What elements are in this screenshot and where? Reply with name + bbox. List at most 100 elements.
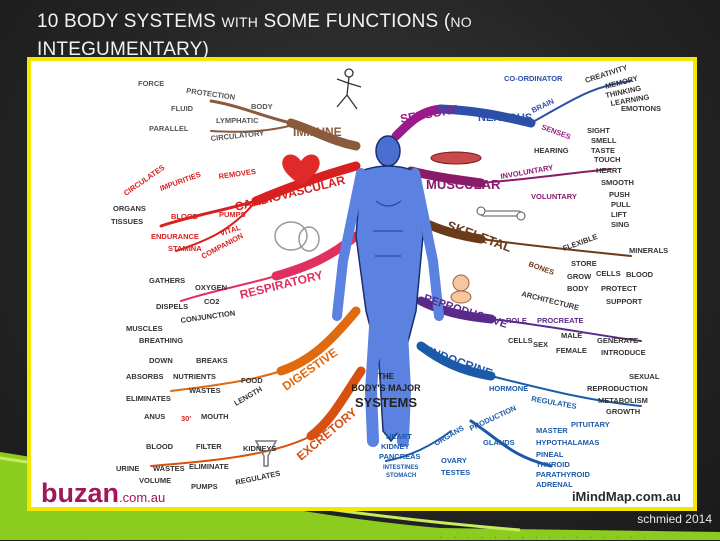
svg-text:PRODUCTION: PRODUCTION bbox=[468, 403, 518, 432]
svg-text:VOLUME: VOLUME bbox=[139, 476, 171, 485]
svg-text:REGULATES: REGULATES bbox=[235, 469, 282, 487]
svg-text:ORGANS: ORGANS bbox=[433, 423, 466, 447]
svg-text:BLOOD: BLOOD bbox=[626, 270, 654, 279]
svg-text:EMOTIONS: EMOTIONS bbox=[621, 104, 661, 113]
svg-text:REPRODUCTION: REPRODUCTION bbox=[587, 384, 648, 393]
svg-text:ABSORBS: ABSORBS bbox=[126, 372, 164, 381]
svg-text:HEARING: HEARING bbox=[534, 146, 569, 155]
imindmap-logo: iMindMap.com.au bbox=[571, 489, 681, 504]
svg-text:STORE: STORE bbox=[571, 259, 597, 268]
svg-text:MALE: MALE bbox=[561, 331, 582, 340]
svg-text:TESTES: TESTES bbox=[441, 468, 470, 477]
svg-text:GLANDS: GLANDS bbox=[483, 438, 515, 447]
mindmap-branches bbox=[150, 80, 642, 468]
svg-text:BONES: BONES bbox=[527, 259, 555, 277]
buzan-logo: buzan.com.au bbox=[41, 478, 166, 508]
svg-text:BLOOD: BLOOD bbox=[171, 212, 199, 221]
mindmap: IMMUNE CARDIOVASCULAR RESPIRATORY DIGEST… bbox=[111, 63, 668, 491]
svg-text:CIRCULATES: CIRCULATES bbox=[122, 163, 166, 198]
svg-text:TOUCH: TOUCH bbox=[594, 155, 621, 164]
svg-text:GENERATE: GENERATE bbox=[597, 336, 638, 345]
svg-text:SEXUAL: SEXUAL bbox=[629, 372, 660, 381]
svg-text:ELIMINATES: ELIMINATES bbox=[126, 394, 171, 403]
runner-icon bbox=[336, 68, 362, 110]
label-immune: IMMUNE bbox=[293, 125, 342, 139]
svg-text:SING: SING bbox=[611, 220, 630, 229]
svg-text:CO-ORDINATOR: CO-ORDINATOR bbox=[504, 74, 563, 83]
svg-text:PUSH: PUSH bbox=[609, 190, 630, 199]
svg-text:GROWTH: GROWTH bbox=[606, 407, 640, 416]
svg-text:LIFT: LIFT bbox=[611, 210, 627, 219]
lungs-icon bbox=[274, 221, 320, 252]
muscle-icon bbox=[430, 151, 482, 165]
svg-text:REGULATES: REGULATES bbox=[531, 394, 578, 411]
svg-text:OXYGEN: OXYGEN bbox=[195, 283, 227, 292]
svg-text:SMOOTH: SMOOTH bbox=[601, 178, 634, 187]
svg-text:SEX: SEX bbox=[533, 340, 548, 349]
slide-title: 10 BODY SYSTEMS WITH SOME FUNCTIONS (NO … bbox=[37, 11, 472, 60]
svg-text:HYPOTHALAMAS: HYPOTHALAMAS bbox=[536, 438, 599, 447]
svg-text:WASTES: WASTES bbox=[189, 386, 221, 395]
svg-text:ADRENAL: ADRENAL bbox=[536, 480, 573, 489]
author-credit: schmied 2014 bbox=[637, 512, 712, 526]
svg-text:PARALLEL: PARALLEL bbox=[149, 124, 189, 133]
svg-text:30': 30' bbox=[181, 414, 191, 423]
svg-text:MOUTH: MOUTH bbox=[201, 412, 229, 421]
mindmap-frame: IMMUNE CARDIOVASCULAR RESPIRATORY DIGEST… bbox=[27, 57, 697, 511]
svg-text:METABOLISM: METABOLISM bbox=[598, 396, 648, 405]
svg-text:SYSTEMS: SYSTEMS bbox=[355, 395, 417, 410]
svg-text:INTESTINES: INTESTINES bbox=[383, 465, 418, 471]
svg-text:BODY'S MAJOR: BODY'S MAJOR bbox=[351, 383, 421, 393]
svg-text:SIGHT: SIGHT bbox=[587, 126, 610, 135]
svg-text:SENSES: SENSES bbox=[540, 122, 572, 141]
svg-text:PARATHYROID: PARATHYROID bbox=[536, 470, 590, 479]
svg-text:PANCREAS: PANCREAS bbox=[379, 452, 421, 461]
svg-text:HEART: HEART bbox=[596, 166, 622, 175]
svg-text:LYMPHATIC: LYMPHATIC bbox=[216, 116, 259, 125]
svg-text:MASTER: MASTER bbox=[536, 426, 568, 435]
label-cardiovascular: CARDIOVASCULAR bbox=[233, 173, 346, 214]
svg-text:FLUID: FLUID bbox=[171, 104, 194, 113]
svg-text:ANUS: ANUS bbox=[144, 412, 165, 421]
funnel-icon bbox=[254, 440, 278, 467]
svg-text:ENDURANCE: ENDURANCE bbox=[151, 232, 199, 241]
baby-icon bbox=[450, 274, 472, 304]
svg-text:HEART: HEART bbox=[386, 432, 412, 441]
svg-text:REMOVES: REMOVES bbox=[218, 167, 256, 181]
svg-text:HORMONE: HORMONE bbox=[489, 384, 528, 393]
svg-text:PITUITARY: PITUITARY bbox=[571, 420, 610, 429]
svg-text:KIDNEYS: KIDNEYS bbox=[243, 444, 276, 453]
svg-text:LENGTH: LENGTH bbox=[233, 385, 264, 408]
svg-text:NUTRIENTS: NUTRIENTS bbox=[173, 372, 216, 381]
svg-text:CELLS: CELLS bbox=[596, 269, 621, 278]
svg-text:KIDNEY: KIDNEY bbox=[381, 442, 409, 451]
label-muscular: MUSCULAR bbox=[426, 177, 501, 192]
svg-text:FOOD: FOOD bbox=[241, 376, 263, 385]
svg-text:TISSUES: TISSUES bbox=[111, 217, 143, 226]
svg-text:ELIMINATE: ELIMINATE bbox=[189, 462, 229, 471]
svg-text:SUPPORT: SUPPORT bbox=[606, 297, 643, 306]
human-figure bbox=[332, 135, 444, 447]
svg-text:URINE: URINE bbox=[116, 464, 139, 473]
svg-text:MUSCLES: MUSCLES bbox=[126, 324, 163, 333]
svg-text:DISPELS: DISPELS bbox=[156, 302, 188, 311]
label-excretory: EXCRETORY bbox=[294, 405, 360, 463]
svg-text:PROTECT: PROTECT bbox=[601, 284, 637, 293]
svg-text:STOMACH: STOMACH bbox=[386, 473, 416, 479]
svg-text:OVARY: OVARY bbox=[441, 456, 467, 465]
center-caption: THE BODY'S MAJOR SYSTEMS bbox=[351, 372, 421, 410]
svg-text:BODY: BODY bbox=[567, 284, 589, 293]
svg-text:SMELL: SMELL bbox=[591, 136, 617, 145]
svg-text:BREATHING: BREATHING bbox=[139, 336, 183, 345]
svg-text:TASTE: TASTE bbox=[591, 146, 615, 155]
svg-text:PROTECTION: PROTECTION bbox=[186, 86, 236, 102]
svg-text:ROLE: ROLE bbox=[506, 316, 527, 325]
svg-text:VOLUNTARY: VOLUNTARY bbox=[531, 192, 577, 201]
svg-text:CO2: CO2 bbox=[204, 297, 219, 306]
svg-text:PUMPS: PUMPS bbox=[219, 210, 246, 219]
svg-text:WASTES: WASTES bbox=[153, 464, 185, 473]
bone-icon bbox=[476, 206, 526, 221]
svg-text:PROCREATE: PROCREATE bbox=[537, 316, 584, 325]
svg-text:CELLS: CELLS bbox=[508, 336, 533, 345]
svg-text:BODY: BODY bbox=[251, 102, 273, 111]
